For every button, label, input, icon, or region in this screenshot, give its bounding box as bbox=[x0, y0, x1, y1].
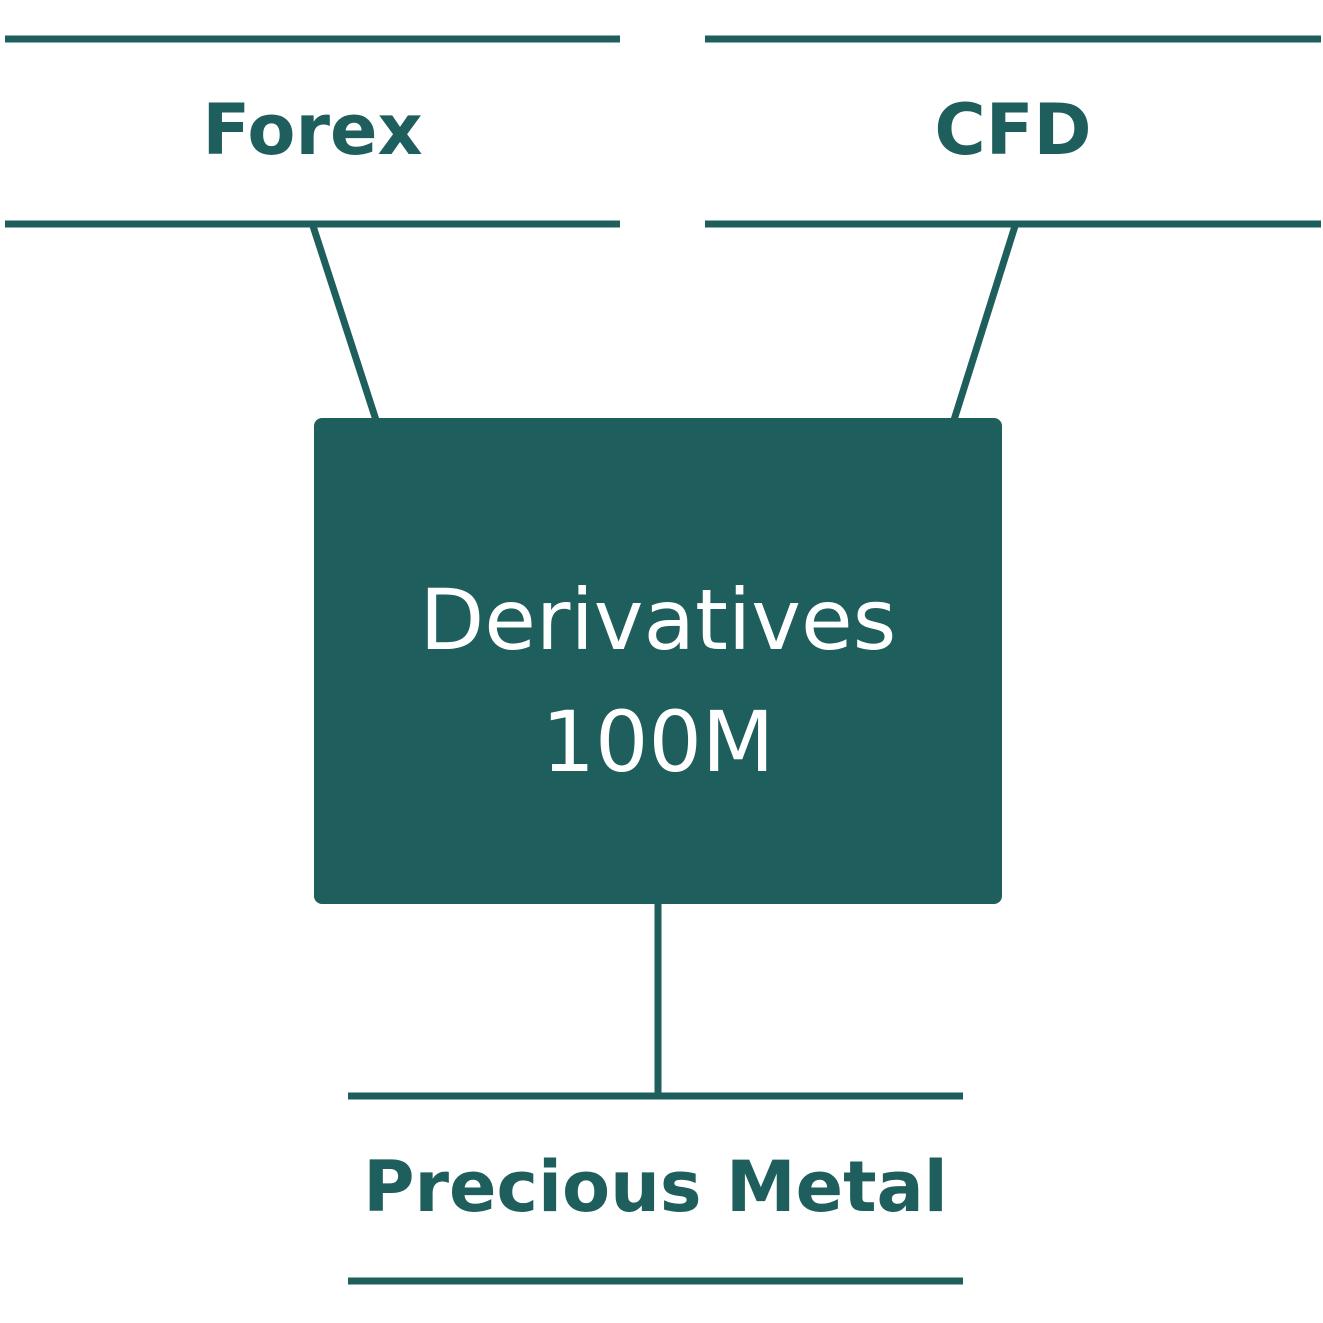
node-cfd-label: CFD bbox=[934, 89, 1092, 171]
forex-connector bbox=[309, 224, 380, 422]
cfd-connector bbox=[950, 224, 1019, 422]
node-precious-metal-label: Precious Metal bbox=[363, 1146, 948, 1228]
center-value: 100M bbox=[541, 692, 775, 791]
derivatives-box bbox=[314, 418, 1002, 904]
center-title: Derivatives bbox=[419, 571, 897, 669]
center-node-text: Derivatives 100M bbox=[314, 560, 1002, 804]
node-forex-label: Forex bbox=[202, 89, 423, 171]
